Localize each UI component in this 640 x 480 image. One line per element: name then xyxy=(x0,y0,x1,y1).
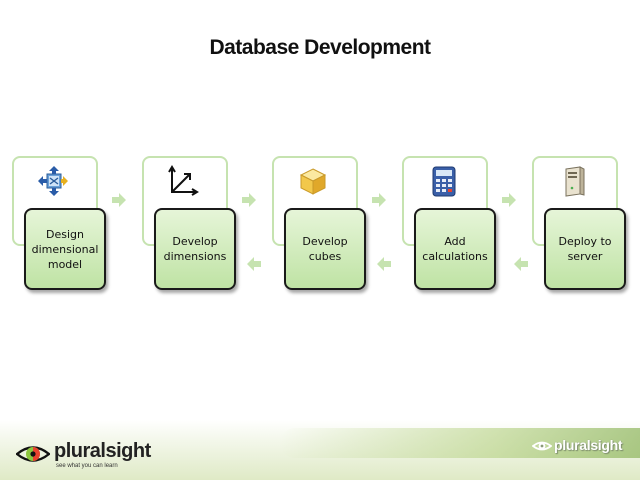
step-card: Deploy to server xyxy=(544,208,626,290)
eye-logo-icon xyxy=(15,440,51,472)
server-icon xyxy=(556,164,590,198)
slide-title: Database Development xyxy=(209,36,431,59)
step-develop-cubes: Develop cubes xyxy=(272,156,382,296)
axes-icon xyxy=(166,164,200,198)
step-label: Deploy to server xyxy=(558,235,612,263)
footer-band xyxy=(280,428,640,458)
eye-watermark-icon xyxy=(531,438,553,458)
pluralsight-watermark-logo: pluralsight xyxy=(531,436,636,460)
arrow-right-icon xyxy=(111,192,127,208)
step-develop-dimensions: Develop dimensions xyxy=(142,156,252,296)
brand-name: pluralsight xyxy=(54,440,151,462)
pluralsight-logo: pluralsight see what you can learn xyxy=(15,438,166,474)
step-card: Develop cubes xyxy=(284,208,366,290)
step-label: Develop dimensions xyxy=(163,235,227,263)
dimensional-model-icon xyxy=(36,164,70,198)
arrow-right-icon xyxy=(241,192,257,208)
brand-watermark: pluralsight xyxy=(554,437,623,453)
cube-icon xyxy=(296,164,330,198)
arrow-left-icon xyxy=(513,256,529,272)
step-label: Add calculations xyxy=(422,235,488,263)
step-label: Develop cubes xyxy=(302,235,348,263)
step-design-dimensional-model: Design dimensional model xyxy=(12,156,122,296)
step-label: Design dimensional model xyxy=(31,227,99,271)
arrow-left-icon xyxy=(246,256,262,272)
step-card: Design dimensional model xyxy=(24,208,106,290)
arrow-left-icon xyxy=(376,256,392,272)
step-card: Develop dimensions xyxy=(154,208,236,290)
brand-tagline: see what you can learn xyxy=(56,463,118,469)
calculator-icon xyxy=(426,164,460,198)
arrow-right-icon xyxy=(501,192,517,208)
arrow-right-icon xyxy=(371,192,387,208)
step-add-calculations: Add calculations xyxy=(402,156,512,296)
step-deploy-to-server: Deploy to server xyxy=(532,156,640,296)
step-card: Add calculations xyxy=(414,208,496,290)
